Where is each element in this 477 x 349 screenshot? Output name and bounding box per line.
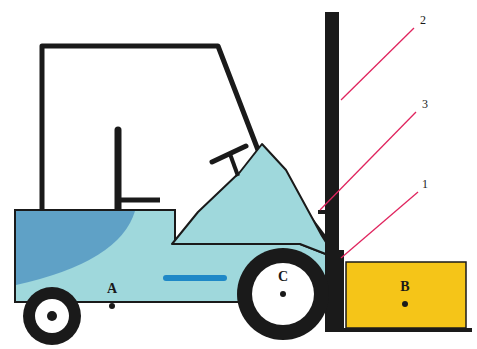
point-label: A	[107, 282, 117, 296]
front-hub	[252, 263, 314, 325]
body-stripe	[166, 275, 224, 281]
steering-wheel	[212, 146, 246, 162]
rear-hub	[35, 299, 69, 333]
body-shade	[16, 211, 135, 285]
dashboard	[172, 144, 336, 258]
point-c	[280, 291, 286, 297]
leader-line	[341, 28, 414, 100]
point-b	[402, 301, 408, 307]
point-label: C	[278, 270, 288, 284]
tilt-cylinder	[318, 210, 326, 214]
steering-column	[230, 154, 238, 176]
carriage	[339, 250, 344, 332]
leader-line	[341, 192, 418, 258]
fork	[339, 328, 472, 332]
rear-axle	[47, 311, 57, 321]
front-wheel	[237, 248, 329, 340]
callout-number: 1	[422, 178, 428, 190]
point-a	[109, 303, 115, 309]
load-box	[346, 262, 466, 328]
leader-line	[320, 112, 416, 210]
callout-number: 3	[422, 98, 428, 110]
rear-wheel	[23, 287, 81, 345]
seat	[118, 198, 160, 203]
callout-number: 2	[420, 14, 426, 26]
point-label: B	[400, 280, 409, 294]
